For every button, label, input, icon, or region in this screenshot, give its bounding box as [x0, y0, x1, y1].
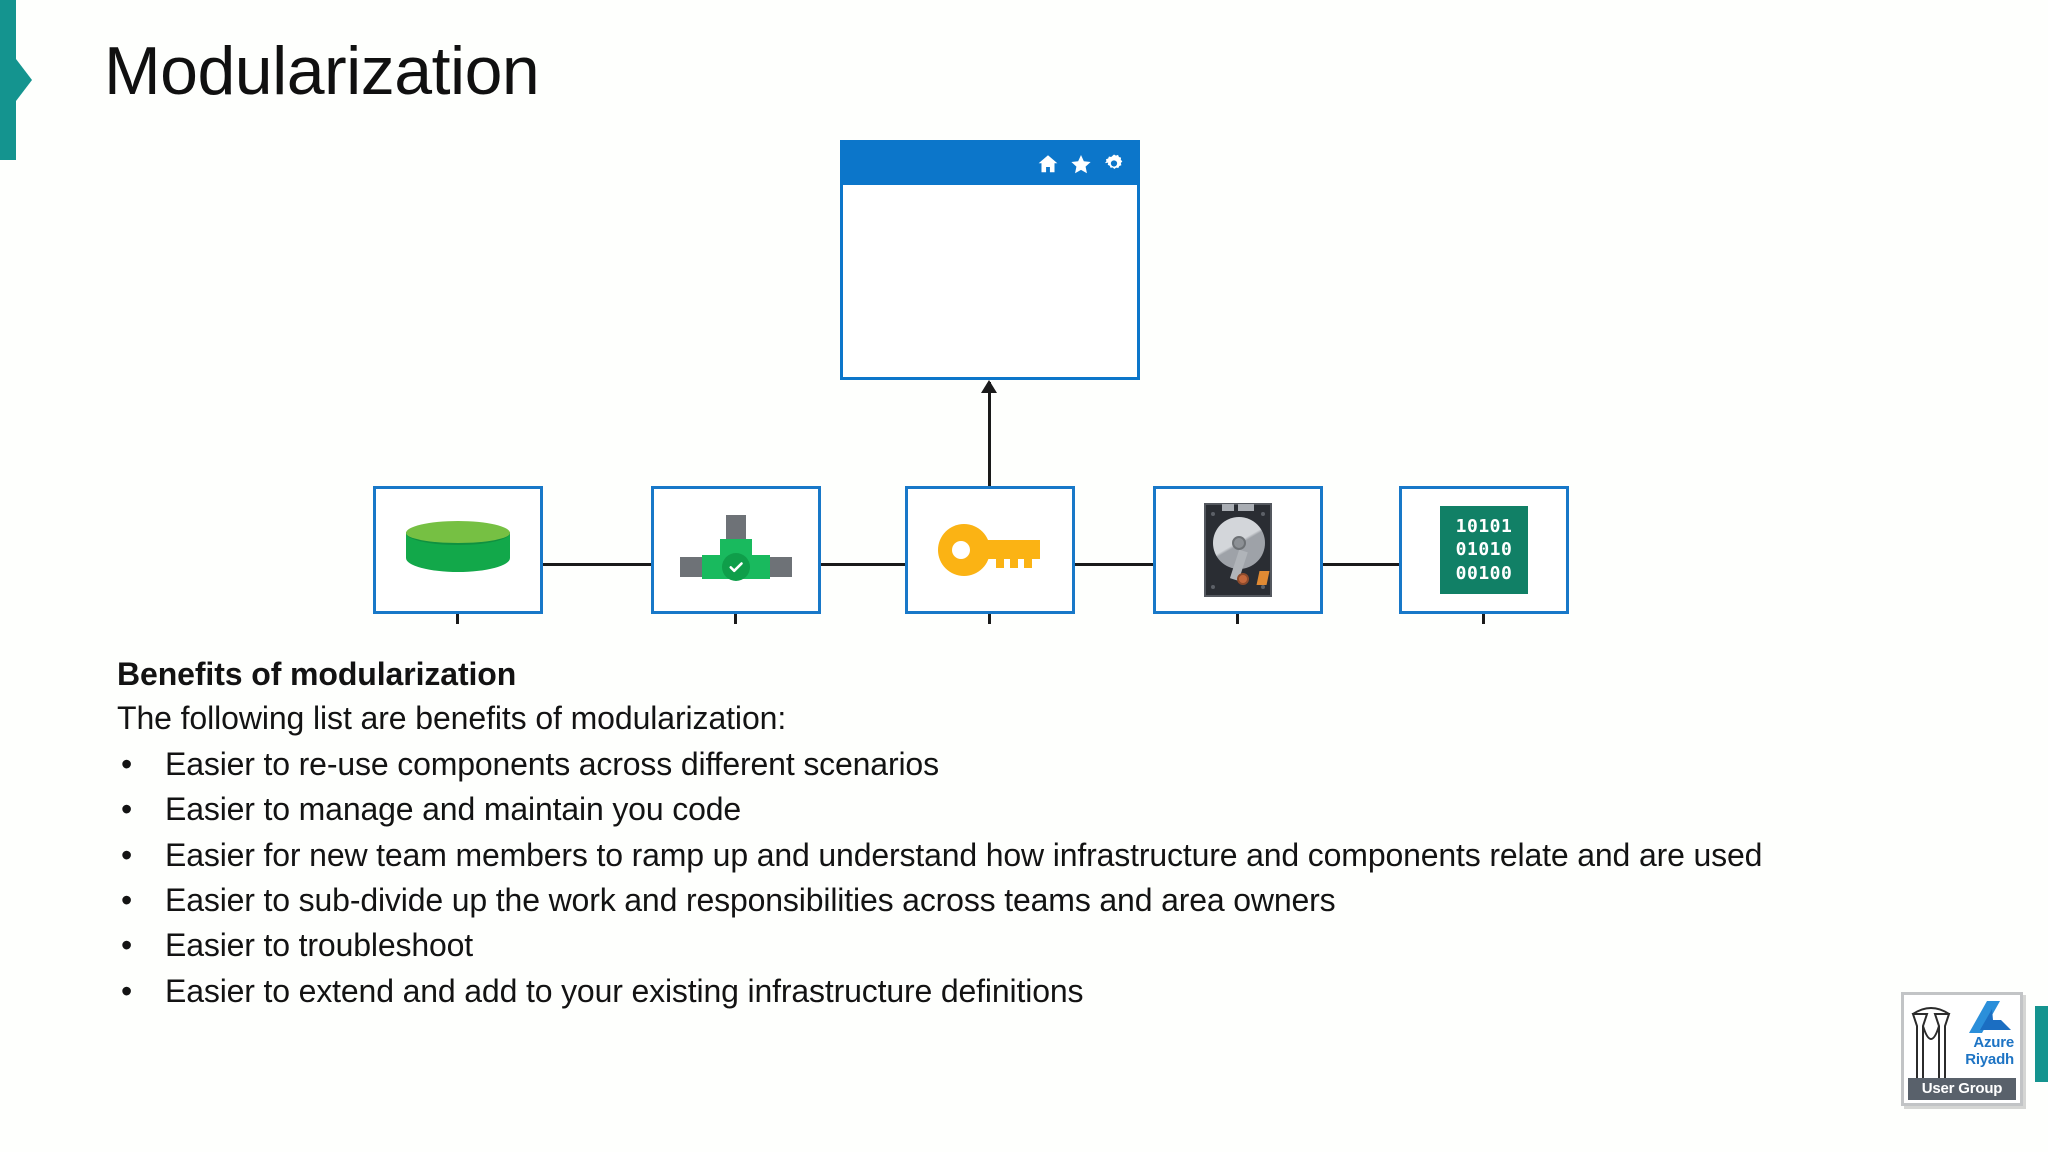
right-teal-edge [2035, 1006, 2048, 1082]
binary-line-2: 01010 [1455, 539, 1513, 561]
list-item: • Easier for new team members to ramp up… [117, 833, 1997, 878]
benefits-text-block: Benefits of modularization The following… [117, 653, 1997, 1014]
logo-text: Azure Riyadh [1965, 1034, 2014, 1069]
keyvault-module[interactable] [905, 486, 1075, 614]
list-item-label: Easier for new team members to ramp up a… [165, 836, 1763, 873]
logo-line-riyadh: Riyadh [1965, 1050, 2014, 1068]
accent-bar [0, 0, 16, 160]
gear-icon [1103, 153, 1125, 175]
home-icon [1037, 153, 1059, 175]
arrowhead-up-parent [981, 380, 997, 393]
page-title: Modularization [104, 33, 540, 109]
database-cylinder-icon [406, 521, 510, 579]
list-item: • Easier to troubleshoot [117, 923, 1997, 968]
binary-line-1: 10101 [1455, 516, 1513, 538]
storage-disk-module[interactable] [1153, 486, 1323, 614]
hard-disk-icon [1204, 503, 1272, 597]
binary-line-3: 00100 [1455, 562, 1513, 584]
list-item-label: Easier to sub-divide up the work and res… [165, 881, 1336, 918]
window-content-area [843, 185, 1137, 377]
azure-riyadh-user-group-logo: Azure Riyadh User Group [1901, 992, 2023, 1106]
database-module[interactable] [373, 486, 543, 614]
t-pipe-check-icon [680, 513, 792, 587]
binary-data-module[interactable]: 10101 01010 00100 [1399, 486, 1569, 614]
list-item: • Easier to manage and maintain you code [117, 787, 1997, 832]
star-icon [1070, 153, 1092, 175]
bullet-dot-icon: • [121, 927, 133, 964]
connector-stem-parent [988, 382, 991, 566]
list-item: • Easier to sub-divide up the work and r… [117, 878, 1997, 923]
azure-logo-icon [1967, 1000, 2013, 1041]
modularization-diagram: 10101 01010 00100 [0, 130, 2048, 624]
benefits-heading: Benefits of modularization [117, 656, 517, 692]
bullet-dot-icon: • [121, 972, 133, 1009]
list-item: • Easier to extend and add to your exist… [117, 969, 1997, 1014]
list-item-label: Easier to extend and add to your existin… [165, 972, 1084, 1009]
bullet-dot-icon: • [121, 836, 133, 873]
bullet-dot-icon: • [121, 745, 133, 782]
list-item-label: Easier to re-use components across diffe… [165, 745, 939, 782]
logo-user-group-band: User Group [1908, 1078, 2016, 1100]
bullet-dot-icon: • [121, 791, 133, 828]
bullet-dot-icon: • [121, 881, 133, 918]
list-item: • Easier to re-use components across dif… [117, 742, 1997, 787]
binary-code-icon: 10101 01010 00100 [1440, 506, 1528, 594]
list-item-label: Easier to troubleshoot [165, 927, 473, 964]
logo-line-azure: Azure [1973, 1034, 2014, 1051]
window-titlebar [843, 143, 1137, 185]
check-icon [722, 553, 750, 581]
key-icon [938, 524, 1042, 576]
benefits-intro: The following list are benefits of modul… [117, 700, 787, 737]
main-template-window [840, 140, 1140, 380]
pipeline-module[interactable] [651, 486, 821, 614]
list-item-label: Easier to manage and maintain you code [165, 791, 742, 828]
accent-bar-chevron-icon [16, 59, 32, 101]
benefits-bullet-list: • Easier to re-use components across dif… [117, 742, 1997, 1015]
